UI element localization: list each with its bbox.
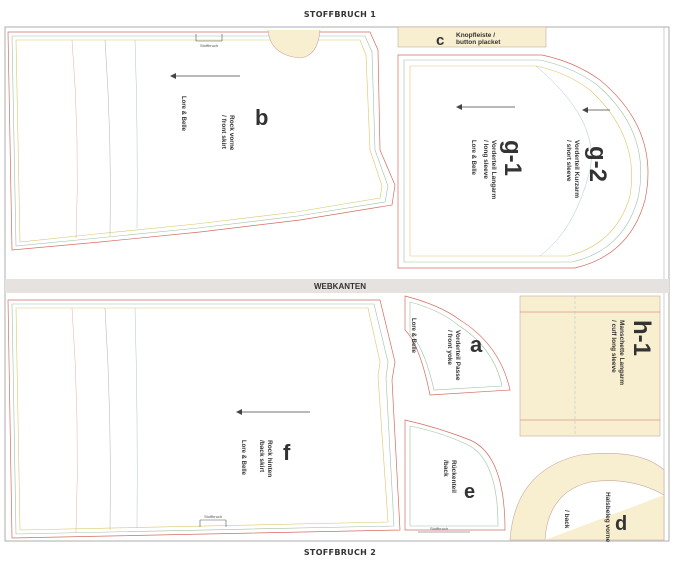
piece-e-back: e Rückenteil /back Stoffbruch <box>404 419 506 533</box>
svg-text:Rock hinten: Rock hinten <box>266 440 273 477</box>
piece-b-front-skirt: b Rock vorne / front skirt Lore & Belle <box>7 31 396 251</box>
svg-text:g-2: g-2 <box>584 146 611 182</box>
selvage-label: WEBKANTEN <box>314 282 366 291</box>
svg-text:Rock vorne: Rock vorne <box>228 115 235 151</box>
svg-text:Vorderteil Passe: Vorderteil Passe <box>454 330 461 381</box>
svg-text:Vorderteil Kurzarm: Vorderteil Kurzarm <box>573 140 580 198</box>
svg-text:g-1: g-1 <box>499 140 526 176</box>
svg-text:h-1: h-1 <box>628 320 655 356</box>
piece-d-neck-facing: d Halsbeleg vorne / back <box>509 453 665 543</box>
svg-text:Stoffbruch: Stoffbruch <box>204 514 222 519</box>
fold-label-top: STOFFBRUCH 1 <box>303 10 377 19</box>
svg-text:/ short sleeve: / short sleeve <box>565 140 572 182</box>
piece-c-placket: c Knopfleiste / button placket <box>397 26 547 49</box>
svg-text:button placket: button placket <box>456 39 501 46</box>
svg-text:Lore & Belle: Lore & Belle <box>410 318 416 354</box>
piece-f-back-skirt: f Rock hinten /back skirt Lore & Belle <box>7 299 401 539</box>
piece-h1-cuff: h-1 Manschette Langarm / cuff long sleev… <box>519 295 661 437</box>
svg-text:Lore & Belle: Lore & Belle <box>240 440 246 476</box>
svg-text:/ long sleeve: / long sleeve <box>482 140 489 179</box>
svg-text:Halsbeleg vorne: Halsbeleg vorne <box>604 492 611 543</box>
svg-text:Stoffbruch: Stoffbruch <box>430 526 448 531</box>
svg-text:/ front skirt: / front skirt <box>220 115 227 150</box>
fold-marker-top: Stoffbruch <box>195 34 223 48</box>
svg-text:Vorderteil Langarm: Vorderteil Langarm <box>490 140 497 199</box>
svg-text:/ cuff long sleeve: / cuff long sleeve <box>610 320 617 373</box>
svg-text:Lore & Belle: Lore & Belle <box>470 140 476 176</box>
piece-g-sleeves: g-1 Vorderteil Langarm / long sleeve Lor… <box>397 54 649 269</box>
svg-text:/back: /back <box>442 460 449 477</box>
svg-text:Manschette Langarm: Manschette Langarm <box>618 320 625 385</box>
svg-text:c: c <box>436 32 444 49</box>
fold-marker-bottom: Stoffbruch <box>199 514 227 527</box>
piece-circle-top <box>267 29 321 59</box>
svg-text:Knopfleiste /: Knopfleiste / <box>456 32 495 39</box>
svg-text:/back skirt: /back skirt <box>258 440 265 473</box>
svg-text:Stoffbruch: Stoffbruch <box>200 43 218 48</box>
svg-text:/ back: / back <box>563 510 570 529</box>
selvage-band <box>5 279 669 293</box>
svg-text:Rückenteil: Rückenteil <box>450 460 457 493</box>
svg-text:d: d <box>615 513 627 535</box>
svg-text:f: f <box>283 440 291 465</box>
svg-text:e: e <box>464 481 475 503</box>
fold-label-bottom: STOFFBRUCH 2 <box>303 548 377 557</box>
piece-a-front-yoke: a Vorderteil Passe / front yoke Lore & B… <box>404 295 511 396</box>
piece-b-letter: b <box>255 105 268 130</box>
svg-text:a: a <box>470 332 483 357</box>
svg-text:Lore & Belle: Lore & Belle <box>180 96 186 132</box>
svg-text:/ front yoke: / front yoke <box>446 330 453 365</box>
